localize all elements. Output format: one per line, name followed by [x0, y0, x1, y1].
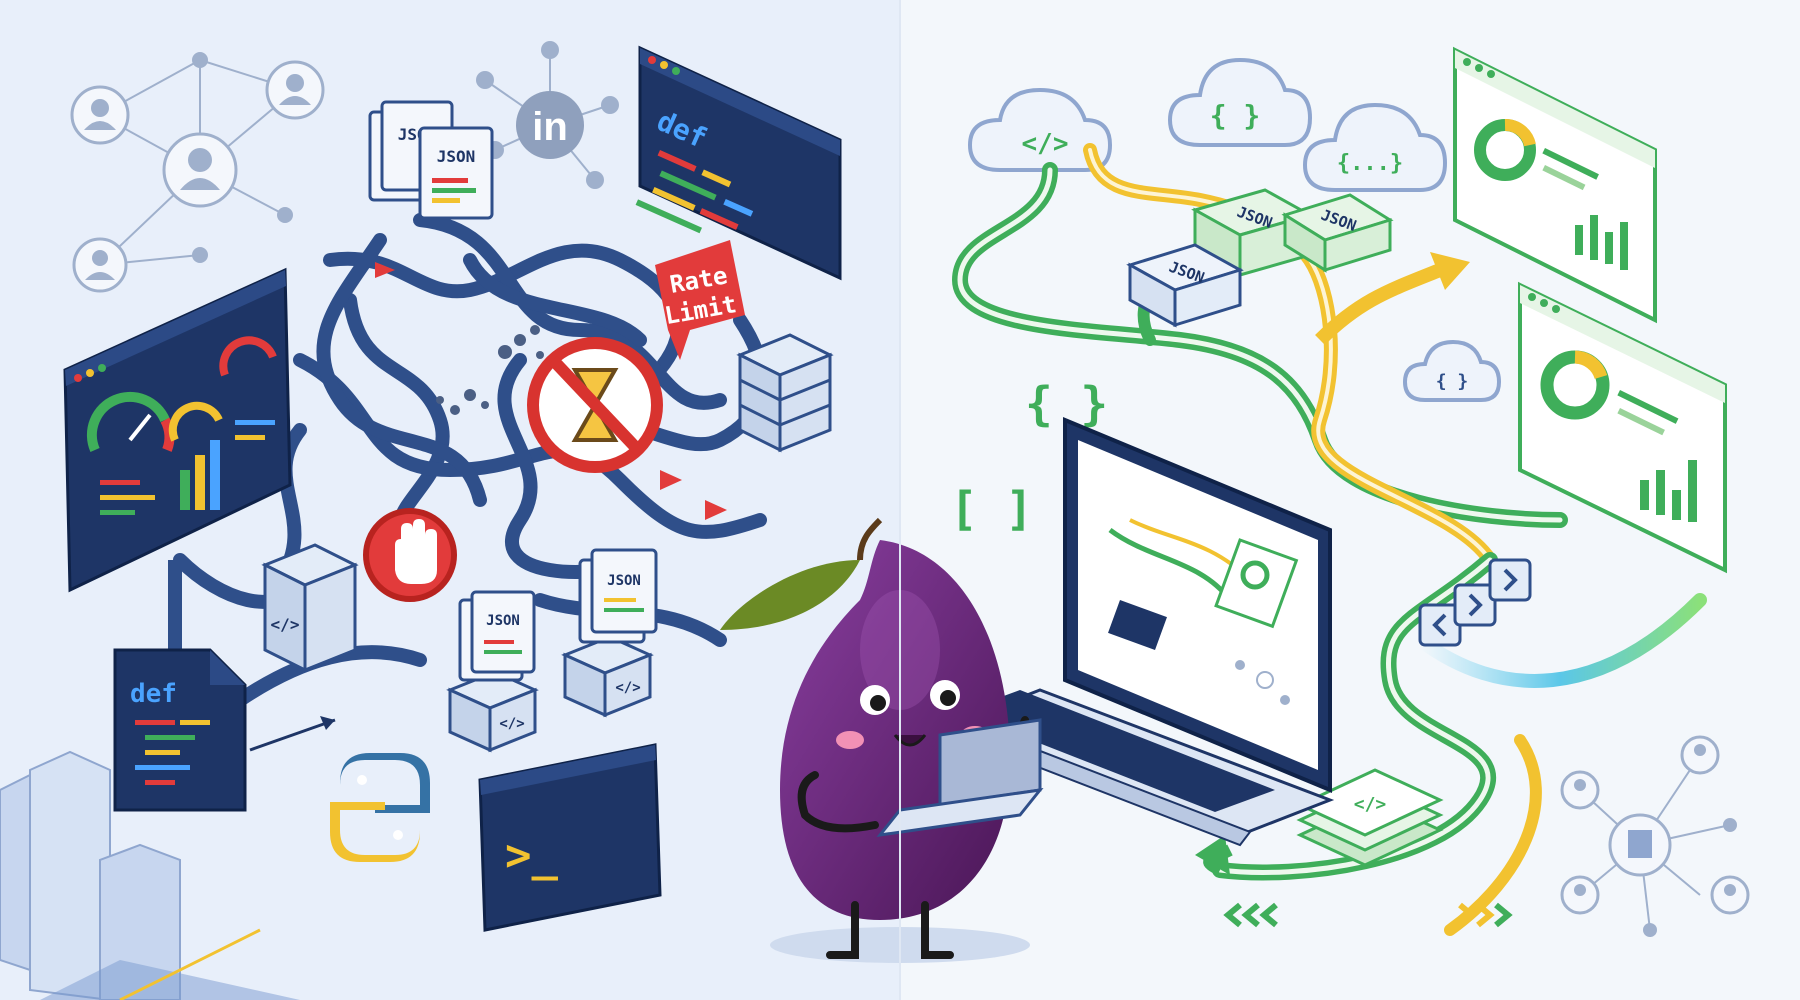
- json-label-b: JSON: [437, 147, 476, 166]
- user-node-icons: [70, 52, 325, 293]
- json-documents-middle: JSON JSON: [458, 548, 658, 682]
- code-tag-label-b: </>: [499, 716, 524, 732]
- cloud-curly-label: { }: [1210, 99, 1261, 132]
- code-tag-label-c: </>: [615, 680, 640, 696]
- leaf: [720, 560, 860, 630]
- data-stream-swoosh: [1413, 593, 1707, 688]
- linkedin-network-icon: in: [476, 41, 619, 189]
- stop-hand-icon: [363, 508, 457, 602]
- floating-square-bracket: [ ]: [950, 482, 1033, 536]
- code-server-box-mid: </>: [446, 670, 539, 753]
- json-label-c: JSON: [486, 613, 520, 629]
- json-block-2: JSON: [1281, 193, 1394, 273]
- smooth-pipeline: [952, 143, 1568, 936]
- gauge-icon-2: [168, 401, 223, 442]
- terminal-window: >_: [478, 743, 662, 932]
- analytics-report-window-top: [1453, 46, 1657, 324]
- cloud-small-label: { }: [1436, 371, 1469, 392]
- cloud-curly-dots-label: {...}: [1337, 151, 1403, 176]
- chevron-markers: [1223, 902, 1513, 928]
- code-def-keyword-doc: def: [130, 679, 177, 709]
- cloud-code-icon: </>: [967, 87, 1113, 172]
- chevron-data-blocks: [1418, 558, 1532, 647]
- no-waiting-hourglass-icon: [527, 337, 663, 473]
- cloud-code-label: </>: [1022, 129, 1069, 159]
- rate-limit-sign: Rate Limit: [655, 240, 745, 360]
- broken-pipe-debris: [436, 325, 544, 415]
- code-editor-window-top: def: [635, 45, 842, 281]
- python-script-document: def: [113, 648, 336, 812]
- analytics-report-window-bottom: [1518, 281, 1727, 574]
- json-documents-top-left: JSON JSON: [368, 100, 494, 220]
- gauge-icon-3: [219, 336, 277, 377]
- cloud-curly-dots-icon: {...}: [1302, 102, 1448, 192]
- mini-laptop: [876, 718, 1044, 838]
- code-server-box-left: </>: [261, 543, 359, 673]
- code-server-box-right: </>: [561, 635, 654, 718]
- code-block-stack: </>: [1296, 768, 1444, 867]
- code-tag-label-a: </>: [271, 615, 300, 634]
- return-arrow-icon: [1195, 835, 1233, 876]
- cloud-small-icon: { }: [1402, 339, 1502, 402]
- network-graph-right: [1560, 735, 1750, 937]
- city-buildings: [0, 750, 300, 1000]
- server-stack-right: [736, 333, 834, 453]
- progress-arrow-icon: [1315, 252, 1470, 345]
- terminal-prompt: >_: [505, 830, 558, 881]
- code-block-label: </>: [1354, 794, 1387, 815]
- json-block-3: JSON: [1126, 243, 1244, 328]
- metrics-dashboard-monitor: [63, 267, 292, 660]
- red-arrow-markers: [375, 262, 727, 520]
- linkedin-label: in: [532, 105, 568, 149]
- python-logo-icon: [330, 753, 430, 862]
- json-label-d: JSON: [607, 573, 641, 589]
- cloud-curly-icon: { }: [1167, 57, 1313, 147]
- laptop-screen-content: [1108, 518, 1299, 705]
